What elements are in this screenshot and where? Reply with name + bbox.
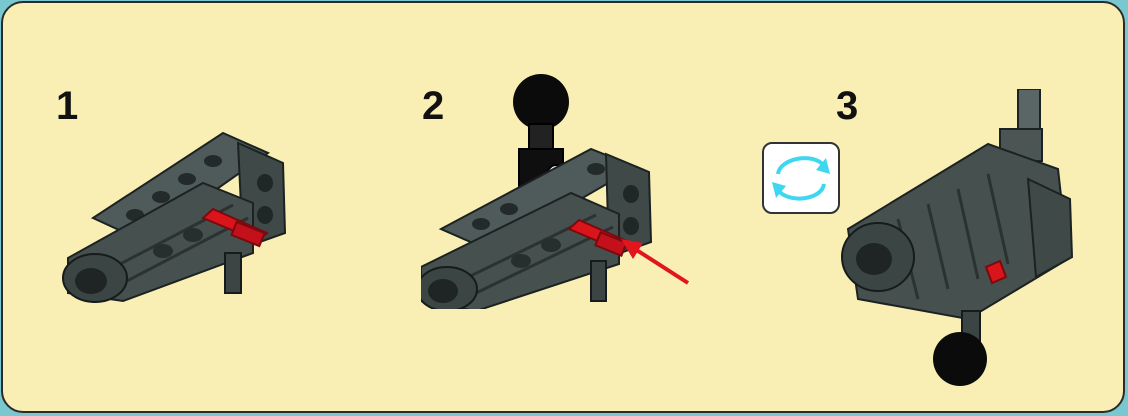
rotate-icon xyxy=(764,144,838,212)
step-1-number: 1 xyxy=(56,86,78,126)
insert-arrow-icon xyxy=(613,233,693,288)
step-1-illustration xyxy=(53,123,293,303)
step-3-illustration xyxy=(838,89,1078,389)
rotate-instruction xyxy=(762,142,840,214)
